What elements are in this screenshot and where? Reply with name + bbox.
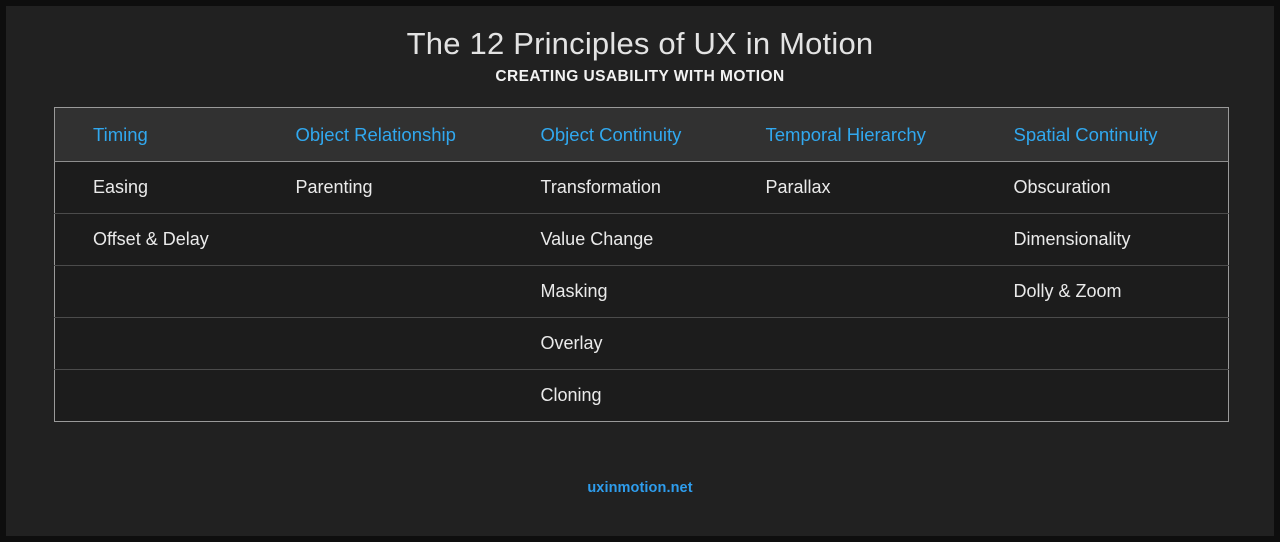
title-block: The 12 Principles of UX in Motion CREATI… — [6, 26, 1274, 86]
table-header-row: Timing Object Relationship Object Contin… — [54, 107, 1229, 162]
column-header-object-continuity: Object Continuity — [502, 107, 728, 162]
table-cell — [54, 265, 258, 318]
table-body: Easing Parenting Transformation Parallax… — [54, 161, 1229, 422]
table-cell: Transformation — [502, 161, 728, 214]
page-subtitle: CREATING USABILITY WITH MOTION — [495, 67, 785, 85]
principles-table: Timing Object Relationship Object Contin… — [54, 107, 1229, 422]
table-cell — [727, 213, 976, 266]
table-cell — [976, 370, 1229, 422]
column-header-timing: Timing — [54, 107, 258, 162]
footer-website-link[interactable]: uxinmotion.net — [587, 480, 693, 496]
table-cell: Value Change — [502, 213, 728, 266]
table-cell: Parallax — [727, 161, 976, 214]
table-cell: Parenting — [257, 161, 503, 214]
table-row: Overlay — [54, 317, 1229, 370]
table-cell: Dolly & Zoom — [975, 265, 1229, 318]
table-cell — [257, 213, 503, 266]
table-cell — [257, 265, 503, 318]
table-cell — [728, 370, 976, 422]
table-cell — [55, 370, 258, 422]
slide-canvas: The 12 Principles of UX in Motion CREATI… — [6, 6, 1274, 536]
table-cell: Overlay — [502, 317, 728, 370]
table-row: Easing Parenting Transformation Parallax… — [54, 161, 1229, 214]
table-cell: Cloning — [540, 385, 602, 405]
column-header-object-relationship: Object Relationship — [257, 107, 503, 162]
table-cell: Dimensionality — [975, 213, 1229, 266]
table-cell — [257, 317, 503, 370]
table-cell — [54, 317, 258, 370]
table-row: Offset & Delay Value Change Dimensionali… — [54, 213, 1229, 266]
table-cell: Masking — [502, 265, 728, 318]
table-row: Cloning — [54, 369, 1229, 422]
table-cell — [727, 265, 976, 318]
table-row: Masking Dolly & Zoom — [54, 265, 1229, 318]
page-title: The 12 Principles of UX in Motion — [406, 26, 874, 61]
column-header-temporal-hierarchy: Temporal Hierarchy — [727, 107, 976, 162]
table-cell: Offset & Delay — [54, 213, 258, 266]
column-header-spatial-continuity: Spatial Continuity — [975, 107, 1229, 162]
table-cell: Easing — [54, 161, 258, 214]
table-cell — [975, 317, 1229, 370]
table-cell: Obscuration — [975, 161, 1229, 214]
table-cell — [727, 317, 976, 370]
table-header: Timing Object Relationship Object Contin… — [54, 107, 1229, 162]
table-cell — [258, 370, 503, 422]
